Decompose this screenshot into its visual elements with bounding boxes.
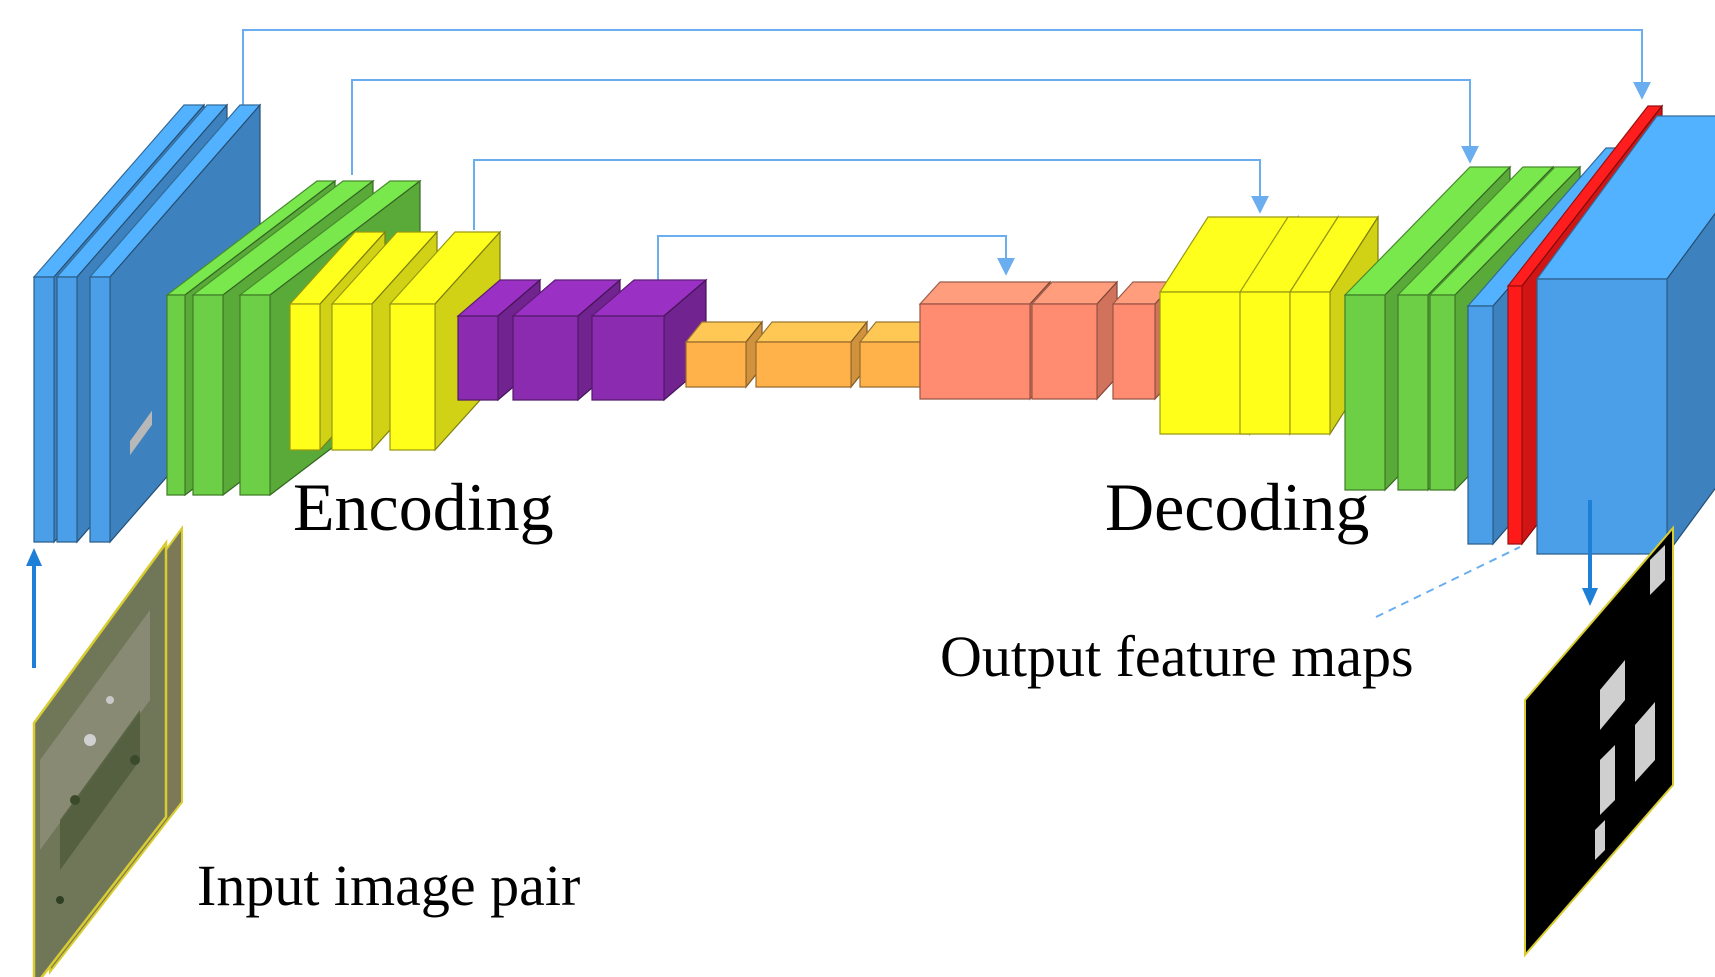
block-front (755, 341, 852, 388)
orange-layer-block-13 (684, 320, 764, 389)
skip-connection-4 (657, 235, 1015, 282)
block-front (1344, 294, 1386, 491)
skip-connections (242, 29, 1651, 282)
block-top (754, 321, 869, 343)
blue-layer-block-27 (1535, 115, 1715, 556)
block-front (1159, 291, 1251, 435)
skip-connection-2 (351, 79, 1479, 175)
encoding-label: Encoding (293, 469, 554, 545)
block-front (1397, 294, 1429, 491)
block-front (331, 303, 373, 451)
block-top (918, 281, 1052, 305)
input-image-pair-label: Input image pair (197, 853, 580, 918)
block-front (289, 303, 321, 451)
block-front (457, 315, 499, 401)
block-front (1289, 291, 1331, 435)
block-front (859, 341, 921, 388)
block-front (166, 294, 186, 496)
input-image-icon (32, 410, 183, 977)
block-front (919, 303, 1031, 400)
layer-blocks (32, 103, 1715, 556)
output-leader-line (1375, 546, 1521, 618)
block-front (1112, 303, 1156, 400)
up-arrow-icon (26, 548, 42, 668)
block-front (389, 303, 436, 451)
block-front (1031, 303, 1098, 400)
block-front (192, 294, 224, 496)
block-front (1239, 291, 1291, 435)
decoding-label: Decoding (1105, 469, 1369, 545)
salmon-layer-block-16 (918, 280, 1052, 401)
block-front (512, 315, 579, 401)
block-front (1507, 285, 1523, 545)
skip-connection-1 (242, 29, 1651, 110)
output-mask-icon (1524, 525, 1674, 958)
skip-connection-3 (473, 159, 1269, 230)
block-front (1429, 294, 1456, 491)
output-feature-maps-label: Output feature maps (940, 624, 1414, 689)
block-front (33, 276, 55, 543)
block-front (1536, 278, 1668, 555)
block-front (239, 294, 271, 496)
salmon-layer-block-17 (1030, 280, 1119, 401)
block-front (56, 276, 78, 543)
down-arrow-icon (1582, 500, 1598, 606)
block-front (1467, 305, 1494, 545)
block-front (591, 315, 665, 401)
block-front (89, 276, 111, 543)
orange-layer-block-14 (754, 320, 869, 389)
block-front (685, 341, 747, 388)
